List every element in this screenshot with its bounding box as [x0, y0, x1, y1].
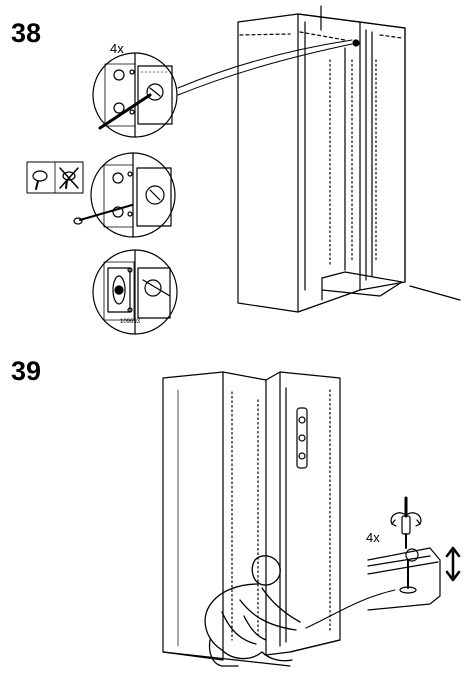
step-39-person: [204, 555, 301, 667]
height-adjust-arrow-icon: [445, 546, 461, 582]
step-38-screw-icon-box: [26, 161, 84, 194]
screwdriver-icon: [390, 496, 422, 549]
step-38-part-number: 109693: [120, 319, 141, 325]
step-39-quantity: 4x: [366, 530, 380, 545]
screw-not-allowed-icon: [59, 167, 79, 189]
step-39-detail-leg-adjust: [367, 496, 461, 611]
step-38-quantity: 4x: [110, 41, 124, 56]
step-38-detail-screw-in: [73, 152, 176, 238]
step-38-number: 38: [11, 18, 42, 48]
step-39-number: 39: [11, 356, 42, 386]
step-38-detail-hinge-mounted: [92, 249, 178, 335]
step-38-wardrobe: [177, 5, 461, 313]
screw-ok-icon: [32, 170, 48, 190]
step-38-detail-hinge-screws: [92, 52, 178, 138]
step-39-wardrobe: [162, 371, 341, 667]
